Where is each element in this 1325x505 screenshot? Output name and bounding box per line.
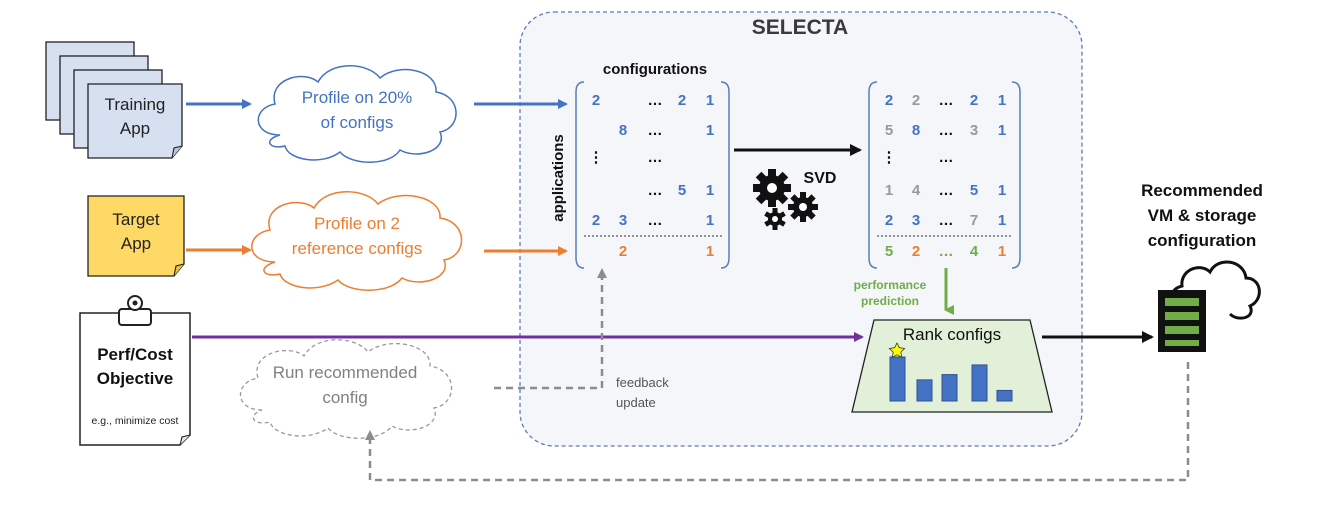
training-app-label-2: App <box>120 119 150 138</box>
matrix-cell: 2 <box>592 92 600 109</box>
matrix-cell: 2 <box>912 243 920 260</box>
matrix-cell: 1 <box>706 212 714 229</box>
matrix-cell: … <box>939 243 954 260</box>
rank-configs-label: Rank configs <box>903 325 1001 344</box>
cloud-run-config-text: Run recommended <box>273 363 418 382</box>
matrix-cell: 2 <box>678 92 686 109</box>
right-matrix-bracket-right <box>1011 81 1021 269</box>
cloud-run-config <box>239 339 453 439</box>
cloud-profile-2 <box>251 191 463 291</box>
matrix-cell: ⋮ <box>589 149 604 166</box>
rank-bar <box>889 356 906 402</box>
matrix-cell: … <box>939 212 954 229</box>
matrix-cell: 1 <box>998 182 1006 199</box>
matrix-cell: … <box>939 122 954 139</box>
star-icon <box>888 342 906 359</box>
objective-example: e.g., minimize cost <box>92 415 179 427</box>
rank-bar <box>996 389 1013 402</box>
matrix-cell: 2 <box>885 212 893 229</box>
performance-prediction-label: performance <box>854 278 927 292</box>
matrix-cell: 2 <box>592 212 600 229</box>
return-arrow <box>365 362 1190 482</box>
matrix-cell: 2 <box>912 92 920 109</box>
matrix-cell: … <box>648 92 663 109</box>
matrix-cell: 5 <box>970 182 978 199</box>
matrix-cell: 1 <box>706 122 714 139</box>
objective-label-2: Objective <box>97 369 174 388</box>
matrix-cell: 4 <box>970 243 979 260</box>
matrix-cell: 3 <box>912 212 920 229</box>
matrix-cell: … <box>648 182 663 199</box>
rank-bars <box>889 356 1013 402</box>
rank-bar <box>971 364 988 402</box>
selecta-title: SELECTA <box>752 16 848 39</box>
clipboard-icon <box>79 295 191 446</box>
matrix-cell: … <box>648 149 663 166</box>
cloud-profile-20-text-2: of configs <box>321 113 394 132</box>
matrix-cell: 1 <box>706 92 714 109</box>
right-matrix-cells: 2 2 … 2 1 5 8 … 3 1 ⋮ … 1 4 … 5 1 2 3 … 7 1 5 2 … 4 1 <box>882 92 1007 260</box>
cloud-run-config-text-2: config <box>322 388 367 407</box>
matrix-cell: … <box>939 182 954 199</box>
matrix-cell: … <box>939 92 954 109</box>
target-app-label: Target <box>112 210 160 229</box>
matrix-cell: 3 <box>970 122 978 139</box>
recommended-label: Recommended <box>1141 181 1263 200</box>
matrix-cell: 7 <box>970 212 978 229</box>
cloud-profile-20-text: Profile on 20% <box>302 88 413 107</box>
left-matrix-cells: 2 … 2 1 8 … 1 ⋮ … … 5 1 2 3 … 1 2 1 <box>589 92 715 260</box>
gears-icon <box>753 169 818 230</box>
matrix-cell: … <box>648 212 663 229</box>
matrix-cell: 8 <box>619 122 627 139</box>
matrix-cell: 1 <box>998 122 1006 139</box>
matrix-cell: 1 <box>998 243 1006 260</box>
matrix-cell: 5 <box>885 243 893 260</box>
matrix-cell: 1 <box>885 182 893 199</box>
matrix-cell: 4 <box>912 182 921 199</box>
cloud-profile-2-text: Profile on 2 <box>314 214 400 233</box>
matrix-cell: 8 <box>912 122 920 139</box>
matrix-cell: 5 <box>885 122 893 139</box>
feedback-label-2: update <box>616 395 656 410</box>
svd-label: SVD <box>804 170 837 187</box>
cloud-profile-20 <box>257 65 457 163</box>
matrix-cell: 1 <box>998 92 1006 109</box>
cloud-server-icon <box>1158 260 1261 352</box>
matrix-cell: 2 <box>970 92 978 109</box>
left-matrix-bracket-left <box>575 81 585 269</box>
target-app-label-2: App <box>121 234 151 253</box>
feedback-label: feedback <box>616 375 669 390</box>
objective-label: Perf/Cost <box>97 345 173 364</box>
right-matrix-bracket-left <box>868 81 878 269</box>
matrix-cell: … <box>939 149 954 166</box>
recommended-label-3: configuration <box>1148 231 1257 250</box>
matrix-cell: 2 <box>885 92 893 109</box>
matrix-cell: ⋮ <box>882 149 897 166</box>
feedback-arrow <box>494 268 607 390</box>
matrix-cell: 3 <box>619 212 627 229</box>
training-app-label: Training <box>105 95 166 114</box>
configurations-label: configurations <box>603 61 707 78</box>
left-matrix-bracket-right <box>720 81 730 269</box>
matrix-cell: 1 <box>706 182 714 199</box>
rank-bar <box>941 374 958 402</box>
training-app-icon <box>45 41 183 159</box>
matrix-cell: 1 <box>706 243 714 260</box>
rank-bar <box>916 379 933 402</box>
cloud-profile-2-text-2: reference configs <box>292 239 422 258</box>
performance-prediction-label-2: prediction <box>861 294 919 308</box>
matrix-cell: 5 <box>678 182 686 199</box>
recommended-label-2: VM & storage <box>1148 206 1257 225</box>
matrix-cell: … <box>648 122 663 139</box>
matrix-cell: 1 <box>998 212 1006 229</box>
applications-label: applications <box>550 134 567 222</box>
matrix-cell: 2 <box>619 243 627 260</box>
